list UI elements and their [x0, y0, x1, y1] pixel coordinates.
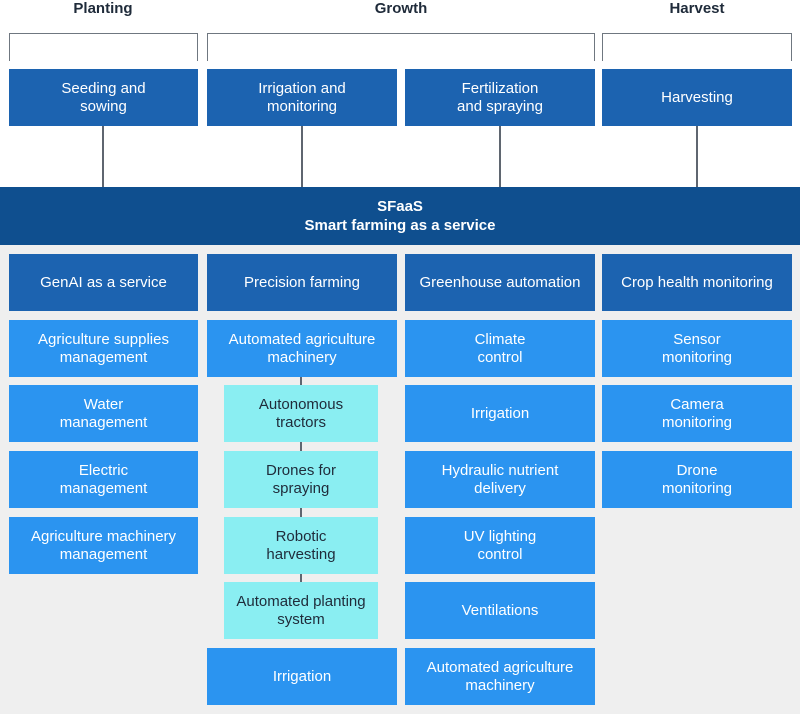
banner-title: SFaaS	[377, 198, 423, 215]
service-item: Camera monitoring	[602, 385, 792, 442]
service-item: Water management	[9, 385, 198, 442]
bracket-planting	[9, 33, 198, 61]
service-item: Climate control	[405, 320, 595, 377]
service-item: Agriculture supplies management	[9, 320, 198, 377]
sub-item: Drones for spraying	[224, 451, 378, 508]
service-item: Automated agriculture machinery	[405, 648, 595, 705]
connector-line	[102, 126, 104, 187]
stage-irrigation: Irrigation and monitoring	[207, 69, 397, 126]
column-header-crop-health: Crop health monitoring	[602, 254, 792, 311]
column-header-genai: GenAI as a service	[9, 254, 198, 311]
stage-harvesting: Harvesting	[602, 69, 792, 126]
phase-planting: Planting	[73, 0, 133, 17]
phase-growth: Growth	[374, 0, 428, 17]
column-header-greenhouse: Greenhouse automation	[405, 254, 595, 311]
connector-line	[499, 126, 501, 187]
service-item: UV lighting control	[405, 517, 595, 574]
service-item: Irrigation	[207, 648, 397, 705]
service-item: Drone monitoring	[602, 451, 792, 508]
bracket-growth	[207, 33, 595, 61]
connector-line	[696, 126, 698, 187]
sub-item: Autonomous tractors	[224, 385, 378, 442]
sfaas-banner: SFaaS Smart farming as a service	[0, 187, 800, 245]
service-item: Hydraulic nutrient delivery	[405, 451, 595, 508]
service-item: Automated agriculture machinery	[207, 320, 397, 377]
sub-item: Robotic harvesting	[224, 517, 378, 574]
stage-fertilization: Fertilization and spraying	[405, 69, 595, 126]
service-item: Ventilations	[405, 582, 595, 639]
service-item: Irrigation	[405, 385, 595, 442]
connector-line	[301, 126, 303, 187]
bracket-harvest	[602, 33, 792, 61]
stage-seeding: Seeding and sowing	[9, 69, 198, 126]
service-item: Sensor monitoring	[602, 320, 792, 377]
column-header-precision: Precision farming	[207, 254, 397, 311]
service-item: Agriculture machinery management	[9, 517, 198, 574]
sub-item: Automated planting system	[224, 582, 378, 639]
banner-subtitle: Smart farming as a service	[304, 217, 496, 234]
service-item: Electric management	[9, 451, 198, 508]
phase-harvest: Harvest	[669, 0, 725, 17]
